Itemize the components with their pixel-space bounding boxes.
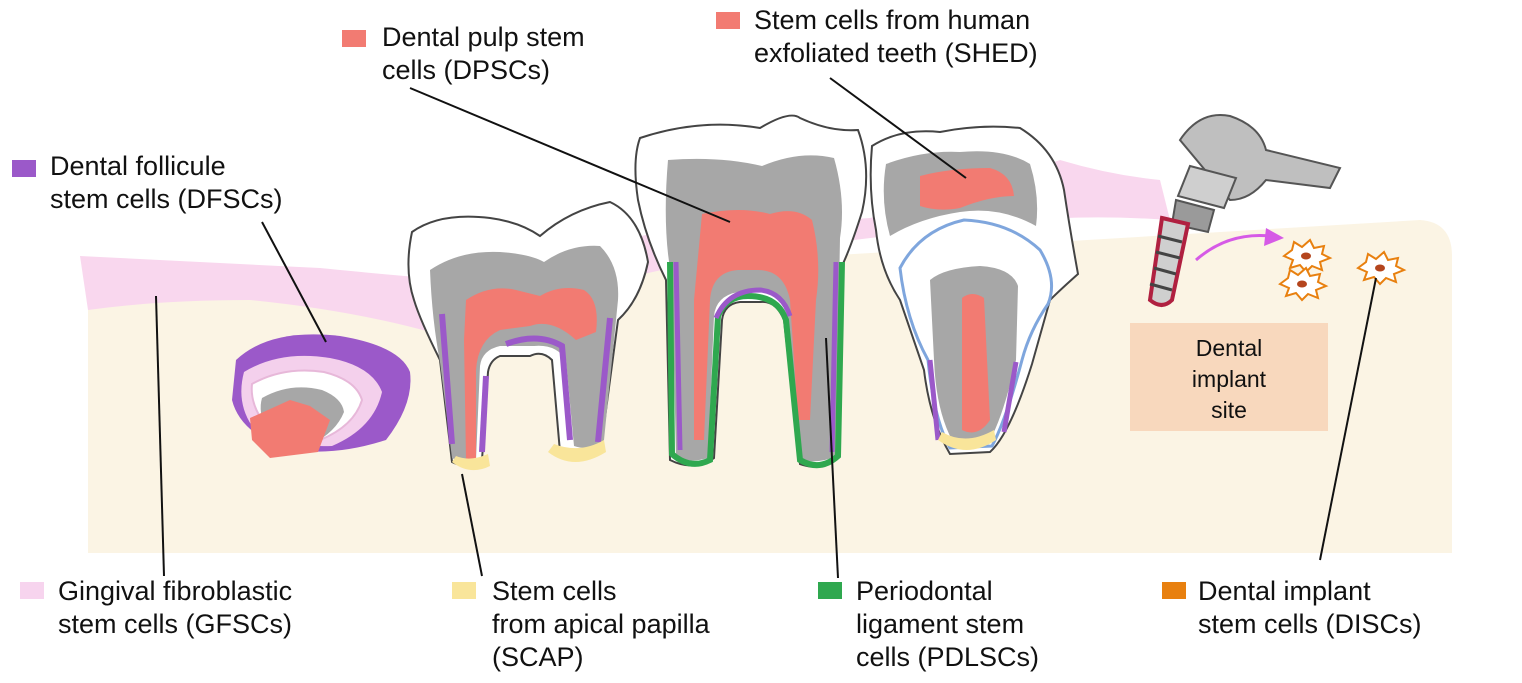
pdlsc-label: Periodontal ligament stem cells (PDLSCs) <box>856 575 1039 674</box>
pdlsc-swatch <box>818 582 842 599</box>
dpsc-label: Dental pulp stem cells (DPSCs) <box>382 21 585 87</box>
implant-site-label: Dental implant site <box>1130 333 1328 426</box>
scap-swatch <box>452 582 476 599</box>
disc-swatch <box>1162 582 1186 599</box>
tooth-germ <box>232 334 411 458</box>
shed-label: Stem cells from human exfoliated teeth (… <box>754 4 1038 70</box>
gfsc-swatch <box>20 582 44 599</box>
dfsc-label: Dental follicule stem cells (DFSCs) <box>50 150 283 216</box>
dental-handpiece-icon <box>1172 115 1340 232</box>
disc-label: Dental implant stem cells (DISCs) <box>1198 575 1422 641</box>
dpsc-swatch <box>342 30 366 47</box>
gfsc-label: Gingival fibroblastic stem cells (GFSCs) <box>58 575 292 641</box>
dfsc-swatch <box>12 160 36 177</box>
shed-swatch <box>716 12 740 29</box>
scap-label: Stem cells from apical papilla (SCAP) <box>492 575 710 674</box>
